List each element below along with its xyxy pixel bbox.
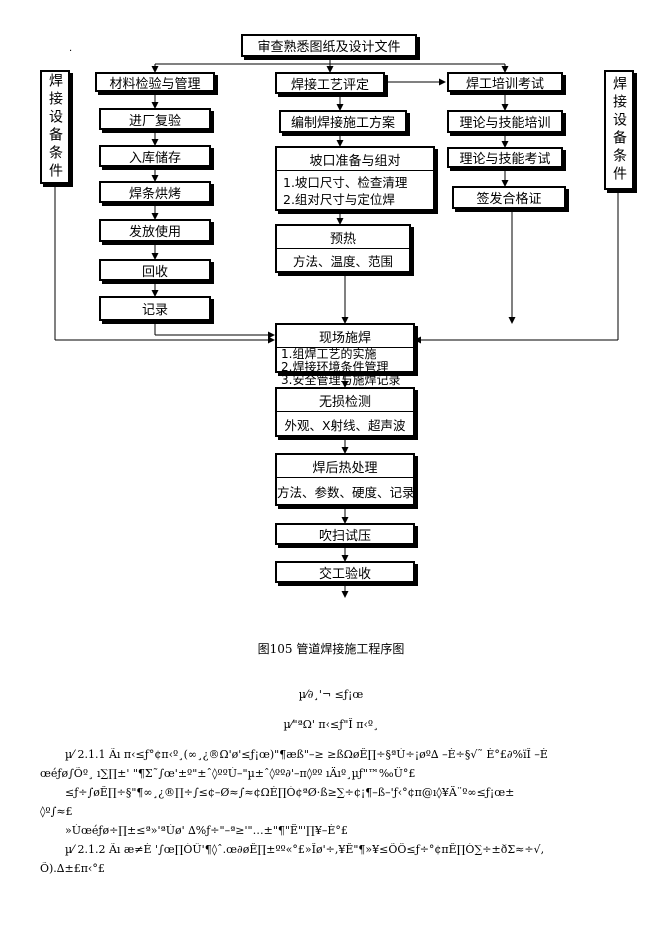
material-inspection-box: 材料检验与管理 xyxy=(95,72,215,92)
section-heading-2: µ⁄"ªΩ' π‹≤ƒ"Î π‹º¸ xyxy=(283,718,379,731)
welding-procedure-box: 焊接工艺评定 xyxy=(275,72,385,94)
acceptance-box: 交工验收 xyxy=(275,561,415,583)
storage-box: 入库储存 xyxy=(99,145,211,167)
onsite-line-3: 3.安全管理与施焊记录 xyxy=(281,373,401,387)
certificate-box: 签发合格证 xyxy=(452,186,566,209)
paragraph-2-line-2: ◊º∫≈£ xyxy=(40,805,73,818)
paragraph-4-line-2: Õ).∆±£π‹°£ xyxy=(40,862,105,875)
figure-caption: 图105 管道焊接施工程序图 xyxy=(257,642,405,656)
groove-line-1: 1.坡口尺寸、检查清理 xyxy=(283,175,408,190)
ndt-title: 无损检测 xyxy=(277,389,413,412)
paragraph-2-line-1: ≤ƒ÷∫øÊ∏÷§"¶∞¸¿®∏÷∫≤¢–Ø≈∫≈¢ΩÉ∏Ò¢ªØ·ß≥∑÷¢¡… xyxy=(65,786,515,799)
ndt-box: 无损检测 外观、X射线、超声波 xyxy=(275,387,415,437)
theory-training-box: 理论与技能培训 xyxy=(447,110,563,133)
section-heading-1: µ⁄∂¸'¬ ≤ƒ¡œ xyxy=(298,688,364,701)
groove-preparation-box: 坡口准备与组对 1.坡口尺寸、检查清理 2.组对尺寸与定位焊 xyxy=(275,146,435,211)
right-equipment-box: 焊接设备条件 xyxy=(604,70,634,190)
paragraph-4-line-1: µ⁄ 2.1.2 Ãı æ≠È '∫œ∏ÒÛ'¶◊ˆ.œ∂øÊ∏±ºº«°£»Î… xyxy=(65,843,545,856)
theory-exam-box: 理论与技能考试 xyxy=(447,147,563,168)
recovery-box: 回收 xyxy=(99,259,211,281)
issue-use-box: 发放使用 xyxy=(99,219,211,242)
paragraph-1-line-1: µ⁄ 2.1.1 Ãı π‹≤ƒ°¢π‹º¸(∞¸¿®Ω'ø'≤ƒ¡œ)"¶æß… xyxy=(65,748,548,761)
stray-dot: . xyxy=(69,43,73,54)
welding-plan-box: 编制焊接施工方案 xyxy=(279,110,407,133)
pwht-title: 焊后热处理 xyxy=(277,455,413,478)
paragraph-1-line-2: œéƒø∫Õº¸ ı∑∏±' "¶Σ˜∫œ'±º"±ˆ◊ººÚ–"µ±ˆ◊ºº∂… xyxy=(40,767,416,780)
entry-recheck-box: 进厂复验 xyxy=(99,108,211,130)
preheat-box: 预热 方法、温度、范围 xyxy=(275,224,411,273)
left-equipment-box: 焊接设备条件 xyxy=(40,70,70,184)
record-box: 记录 xyxy=(99,296,211,321)
onsite-line-2: 2.焊接环境条件管理 xyxy=(281,360,389,374)
flowchart-connectors xyxy=(54,57,619,598)
onsite-line-1: 1.组焊工艺的实施 xyxy=(281,347,377,361)
paragraph-3: »Ùœéƒø÷∏±≤ª»'ªÚø' ∆%ƒ÷"–ª≥'"…±"¶"Ë"'∏¥–È… xyxy=(65,824,348,837)
pwht-box: 焊后热处理 方法、参数、硬度、记录 xyxy=(275,453,415,506)
groove-title: 坡口准备与组对 xyxy=(277,148,433,171)
welder-training-box: 焊工培训考试 xyxy=(447,72,563,92)
electrode-baking-box: 焊条烘烤 xyxy=(99,181,211,203)
ndt-line: 外观、X射线、超声波 xyxy=(284,418,406,433)
preheat-line: 方法、温度、范围 xyxy=(292,254,393,269)
purge-pressure-test-box: 吹扫试压 xyxy=(275,523,415,545)
groove-line-2: 2.组对尺寸与定位焊 xyxy=(283,192,395,207)
review-drawings-box: 审查熟悉图纸及设计文件 xyxy=(241,34,417,57)
onsite-welding-box: 现场施焊 1.组焊工艺的实施 2.焊接环境条件管理 3.安全管理与施焊记录 xyxy=(275,323,415,387)
onsite-title: 现场施焊 xyxy=(277,325,413,348)
preheat-title: 预热 xyxy=(277,226,409,249)
pwht-line: 方法、参数、硬度、记录 xyxy=(277,485,415,500)
